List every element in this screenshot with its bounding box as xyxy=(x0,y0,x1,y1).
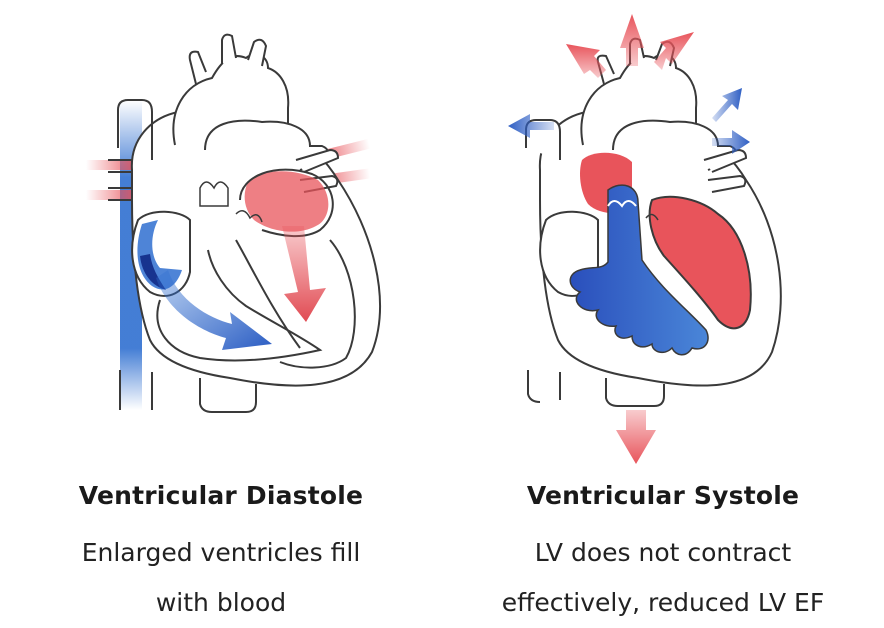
red-arrow-down xyxy=(616,410,656,464)
pulmonary-valve xyxy=(607,200,637,208)
descending-aorta xyxy=(605,378,665,407)
inferior-vena-cava xyxy=(119,370,153,410)
pulmonary-veins-left xyxy=(108,159,132,201)
septum xyxy=(235,239,301,349)
red-arrow-up xyxy=(620,14,644,66)
right-ventricle-blood xyxy=(569,184,709,356)
diastole-description-line-1: Enlarged ventricles fill xyxy=(81,538,361,567)
aortic-branches xyxy=(188,33,268,85)
aortic-valve xyxy=(645,213,659,221)
blue-arrow-right-lower xyxy=(712,130,750,154)
diastole-panel: Ventricular Diastole Enlarged ventricles… xyxy=(0,0,442,623)
pulmonary-vein-blood-left-2 xyxy=(86,190,136,200)
left-atrium-blood xyxy=(244,171,329,232)
diastole-description: Enlarged ventricles fill with blood xyxy=(0,528,442,628)
systole-title: Ventricular Systole xyxy=(526,481,800,510)
left-ventricle-outline xyxy=(279,239,356,369)
blue-arrow-right-upper xyxy=(712,88,742,122)
red-arrow-up-left xyxy=(566,44,606,78)
blue-flow-arrow xyxy=(156,270,272,350)
blue-arrow-left xyxy=(508,114,554,138)
diastole-description-line-2: with blood xyxy=(155,588,287,617)
systole-panel: Ventricular Systole LV does not contract… xyxy=(442,0,884,623)
systole-description: LV does not contract effectively, reduce… xyxy=(442,528,884,628)
aortic-valve xyxy=(199,181,229,207)
pulmonary-veins-right xyxy=(703,148,748,193)
superior-vena-cava xyxy=(117,99,153,160)
red-flow-arrow xyxy=(282,226,326,322)
descending-aorta xyxy=(199,378,257,413)
diastole-title: Ventricular Diastole xyxy=(78,481,364,510)
red-arrow-up-right xyxy=(654,32,694,70)
mitral-valve xyxy=(235,210,263,223)
left-ventricle-blood xyxy=(648,195,752,330)
systole-description-line-1: LV does not contract xyxy=(534,538,792,567)
systole-heart-illustration xyxy=(508,14,782,464)
inferior-vena-cava xyxy=(527,370,561,403)
systole-description-line-2: effectively, reduced LV EF xyxy=(501,588,825,617)
diastole-heart-illustration xyxy=(86,33,381,413)
pulmonary-vein-blood-left xyxy=(86,160,136,170)
right-ventricle-outline xyxy=(156,249,323,362)
